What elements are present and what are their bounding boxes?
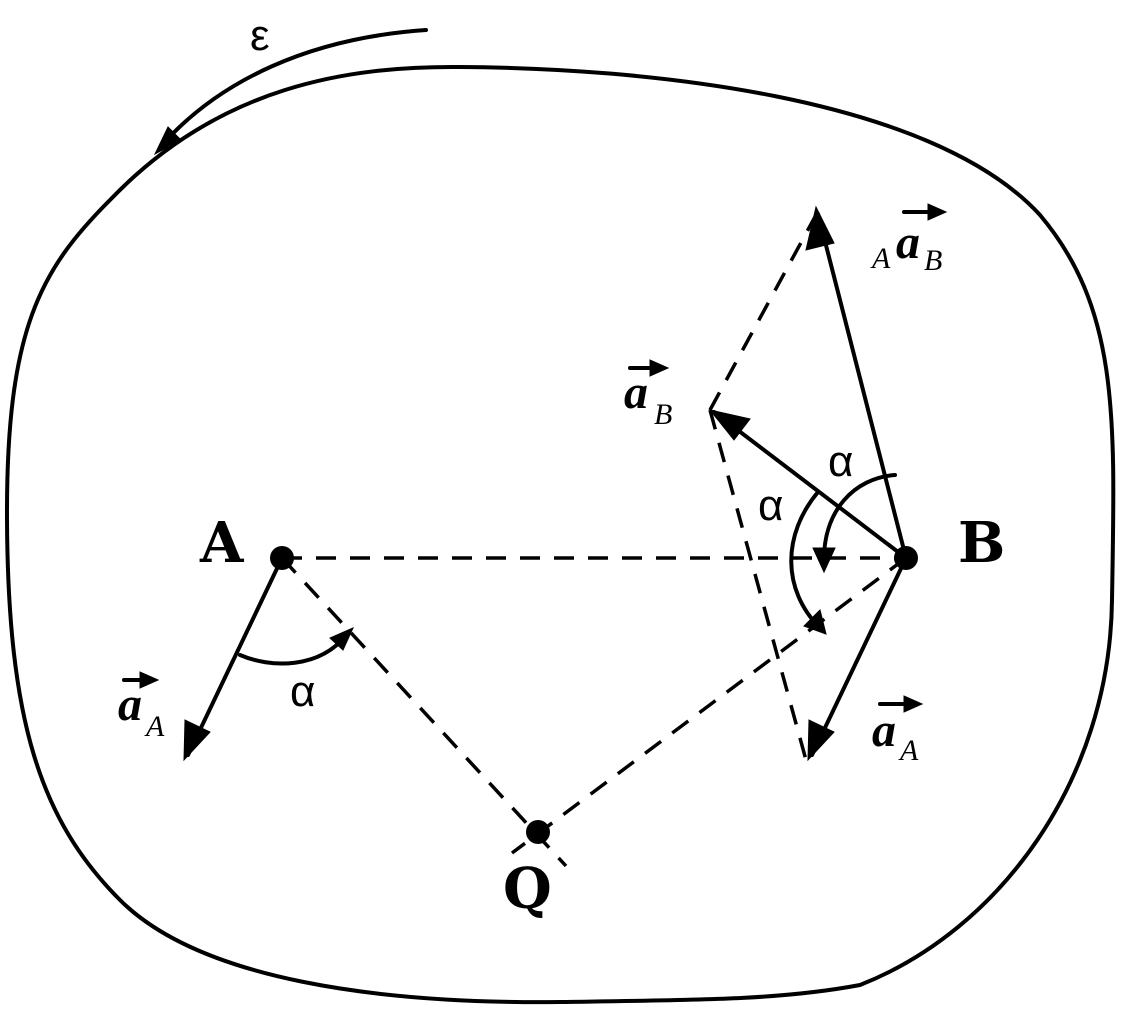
vector-label-arrow-icon (927, 203, 948, 221)
vector-label-arrow-icon (903, 695, 924, 713)
vector-a-a-b (816, 212, 908, 560)
alpha-label-at-b-left: α (758, 481, 783, 530)
angle-alpha-arrowhead-at-b-upper (812, 547, 836, 574)
svg-text:B: B (924, 244, 942, 277)
dashed-line-ab-tip-to-aab-tip (708, 214, 818, 411)
vector-a-b (712, 410, 908, 560)
angular-acceleration-arrowhead (153, 126, 182, 156)
alpha-label-at-b-upper: α (828, 437, 853, 486)
dashed-line-a-q (280, 556, 568, 868)
angular-acceleration-arc (160, 28, 428, 147)
svg-text:a: a (896, 216, 920, 269)
angle-alpha-arrowhead-at-b-left (803, 609, 827, 635)
svg-text:a: a (624, 366, 648, 419)
vector-a-a-at-b (810, 556, 908, 757)
vector-label-a-a-at-b: a A (872, 695, 924, 767)
point-q-label: Q (503, 856, 552, 922)
svg-text:B: B (654, 398, 672, 431)
vector-label-arrow-icon (139, 671, 160, 689)
vector-a-a-b-arrowhead (805, 205, 835, 251)
vector-a-a-at-b-arrowhead (807, 719, 835, 762)
vector-label-a-b: a B (624, 359, 672, 431)
vector-a-a-at-a (186, 556, 284, 757)
point-a-dot (270, 546, 294, 570)
dashed-line-b-q (510, 556, 908, 855)
point-b-dot (894, 546, 918, 570)
svg-text:A: A (144, 710, 165, 743)
point-q-dot (526, 820, 550, 844)
svg-text:A: A (898, 734, 919, 767)
angle-alpha-arc-at-b-upper (821, 473, 897, 567)
rigid-body-outline (4, 64, 1116, 1005)
alpha-label-at-a: α (290, 667, 315, 716)
svg-text:A: A (870, 242, 891, 275)
vector-label-a-a-b: A a B (870, 203, 948, 277)
vector-a-a-at-a-arrowhead (183, 719, 211, 762)
point-a-label: A (199, 510, 245, 576)
vector-label-arrow-icon (649, 359, 670, 377)
dashed-line-ab-tip-to-aa-tip (708, 409, 808, 761)
svg-text:a: a (118, 678, 142, 731)
angle-alpha-arc-at-b-left (789, 490, 822, 630)
angle-alpha-arrowhead-at-a (329, 627, 354, 651)
svg-text:a: a (872, 704, 896, 757)
vector-label-a-a-at-a: a A (118, 671, 165, 743)
point-b-label: B (958, 510, 1005, 576)
vector-a-b-arrowhead (708, 409, 751, 441)
epsilon-label: ε (250, 11, 270, 60)
